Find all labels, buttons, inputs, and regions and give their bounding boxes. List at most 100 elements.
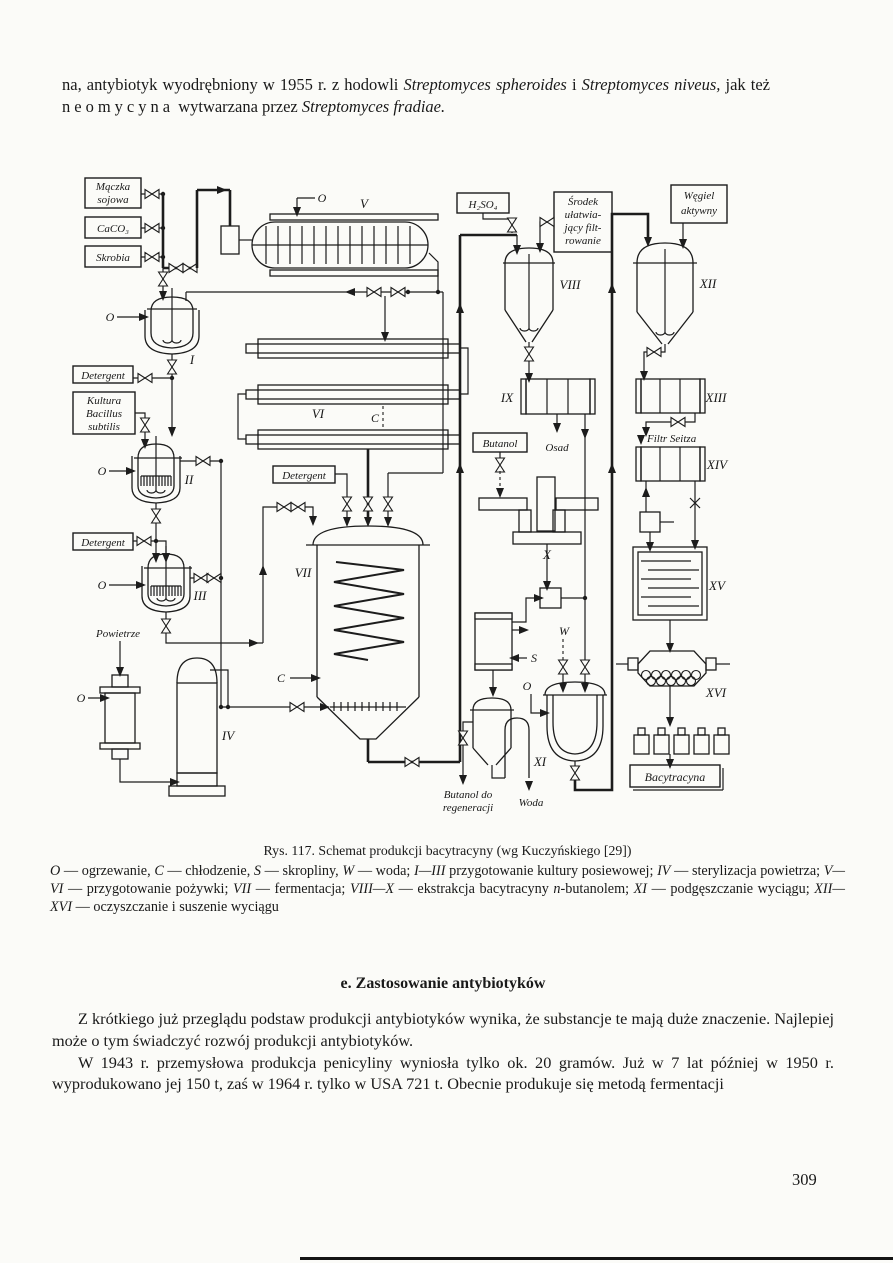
legend-segment: n: [553, 880, 561, 897]
label-XVI: XVI: [705, 685, 727, 700]
condenser-exchanger: S: [474, 612, 537, 697]
label-butanol-regen: regeneracji: [443, 802, 493, 814]
intro-segment: wytwarzana przez: [174, 96, 302, 116]
label-I: I: [189, 352, 195, 367]
legend-segment: C: [154, 862, 164, 879]
concentrator-XI: W O XI: [523, 212, 652, 792]
butanol-input: Butanol: [472, 432, 528, 498]
vapor-separator: [512, 587, 588, 623]
medium-distribution-line: [186, 286, 444, 527]
label-srodek: jący filt-: [563, 222, 602, 234]
seed-fermenter-3: O III: [98, 546, 224, 613]
label-bacytracyna: Bacytracyna: [645, 770, 706, 784]
legend-segment: — skropliny,: [261, 862, 343, 879]
legend-segment: VII: [233, 880, 252, 897]
process-diagram: Mączka sojowa CaCO₃ Skrobia: [72, 177, 730, 814]
label-detergent: Detergent: [281, 470, 327, 482]
label-kultura: Kultura: [86, 395, 122, 407]
label-srodek: ułatwia-: [565, 209, 602, 221]
legend-segment: — przygotowanie pożywki;: [63, 880, 234, 897]
legend-segment: — ekstrakcja bacytracyny: [394, 880, 554, 897]
stream-O: O: [106, 310, 115, 324]
label-srodek: rowanie: [565, 235, 601, 247]
legend-segment: -butanolem;: [560, 880, 634, 897]
label-VIII: VIII: [560, 277, 582, 292]
stream-O: O: [98, 464, 107, 478]
figure-caption-title: Rys. 117. Schemat produkcji bacytracyny …: [263, 843, 632, 858]
stream-O: O: [77, 691, 86, 705]
label-XI: XI: [533, 754, 547, 769]
figure-caption-legend: O — ogrzewanie, C — chłodzenie, S — skro…: [50, 862, 845, 916]
intro-segment: na, antybiotyk wyodrębniony w 1955 r. z …: [62, 75, 404, 94]
label-II: II: [184, 472, 194, 487]
label-maczka-sojowa: sojowa: [97, 194, 129, 206]
label-srodek: Środek: [568, 196, 599, 208]
stream-O: O: [318, 191, 327, 205]
label-butanol-regen: Butanol do: [444, 789, 493, 801]
body-text: Z krótkiego już przeglądu podstaw produk…: [52, 1008, 834, 1095]
label-detergent: Detergent: [80, 537, 126, 549]
extractor-X: X: [478, 476, 599, 591]
fermenter-VII: Detergent C VII: [272, 465, 460, 768]
section-heading: e. Zastosowanie antybiotyków: [340, 975, 546, 992]
scan-artifact-line: [300, 1257, 893, 1260]
carbon-tank-XII: Węgiel aktywny XII: [633, 184, 728, 381]
legend-segment: V—VI: [50, 862, 845, 897]
species-name: Streptomyces niveus,: [581, 75, 721, 94]
legend-segment: — woda;: [354, 862, 414, 879]
label-woda: Woda: [519, 797, 544, 809]
page-number: 309: [792, 1170, 817, 1189]
seed-tank-1: O I: [106, 288, 200, 437]
label-skrobia: Skrobia: [96, 252, 130, 264]
legend-segment: S: [253, 862, 261, 879]
stream-C: C: [371, 411, 380, 425]
seed-fermenter-2: O II: [98, 436, 221, 563]
label-wegiel: Węgiel: [684, 190, 715, 202]
label-VI: VI: [312, 406, 325, 421]
legend-segment: XII—XVI: [50, 880, 845, 915]
filter-press-IX: IX Osad: [500, 378, 596, 693]
label-VII: VII: [295, 565, 312, 580]
label-IX: IX: [500, 390, 514, 405]
raw-material-inputs: Mączka sojowa CaCO₃ Skrobia: [84, 177, 253, 301]
legend-segment: — chłodzenie,: [163, 862, 254, 879]
detergent-input-1: Detergent: [72, 365, 172, 384]
sterilizer-V: O V: [251, 191, 439, 292]
species-name: Streptomyces fradiae.: [301, 96, 446, 116]
product-bottles: Bacytracyna: [629, 727, 730, 791]
receiver-vessel: Butanol do regeneracji Woda: [443, 697, 544, 814]
label-XII: XII: [699, 276, 717, 291]
label-XIII: XIII: [705, 390, 728, 405]
label-III: III: [193, 588, 208, 603]
label-caco3: CaCO₃: [97, 223, 129, 235]
legend-segment: — ogrzewanie,: [60, 862, 155, 879]
granulator-XVI: XVI: [616, 650, 730, 727]
label-kultura: subtilis: [88, 421, 120, 433]
label-h2so4: H₂SO₄: [467, 199, 497, 211]
legend-segment: przygotowanie kultury posiewowej;: [445, 862, 658, 879]
drier-XV: XV: [632, 481, 727, 653]
legend-segment: — fermentacja;: [251, 880, 350, 897]
stream-O: O: [98, 578, 107, 592]
intro-paragraph: na, antybiotyk wyodrębniony w 1955 r. z …: [62, 74, 770, 118]
legend-segment: O: [50, 862, 61, 879]
stream-C: C: [277, 671, 286, 685]
heat-exchangers-VI: VI C: [237, 296, 469, 527]
legend-segment: W: [342, 862, 355, 879]
air-sterilization-section: Powietrze O IV: [77, 628, 330, 797]
figure-caption: Rys. 117. Schemat produkcji bacytracyny …: [50, 842, 845, 916]
seed-transfer-lines: [160, 458, 317, 707]
species-name: Streptomyces spheroides: [403, 75, 567, 94]
label-osad: Osad: [545, 442, 569, 454]
label-XV: XV: [708, 578, 727, 593]
seitz-filter-XIV: Filtr Seitza XIV: [635, 433, 729, 482]
intro-segment: jak też: [720, 75, 770, 94]
emphasized-term: neomycyna: [62, 96, 175, 116]
legend-segment: — podgęszczanie wyciągu;: [647, 880, 815, 897]
intro-segment: i: [566, 75, 582, 94]
legend-segment: I—III: [413, 862, 446, 879]
body-paragraph-2: W 1943 r. przemysłowa produkcja penicyli…: [52, 1052, 834, 1094]
legend-segment: — oczyszczanie i suszenie wyciągu: [72, 898, 279, 915]
stream-S: S: [531, 651, 537, 665]
